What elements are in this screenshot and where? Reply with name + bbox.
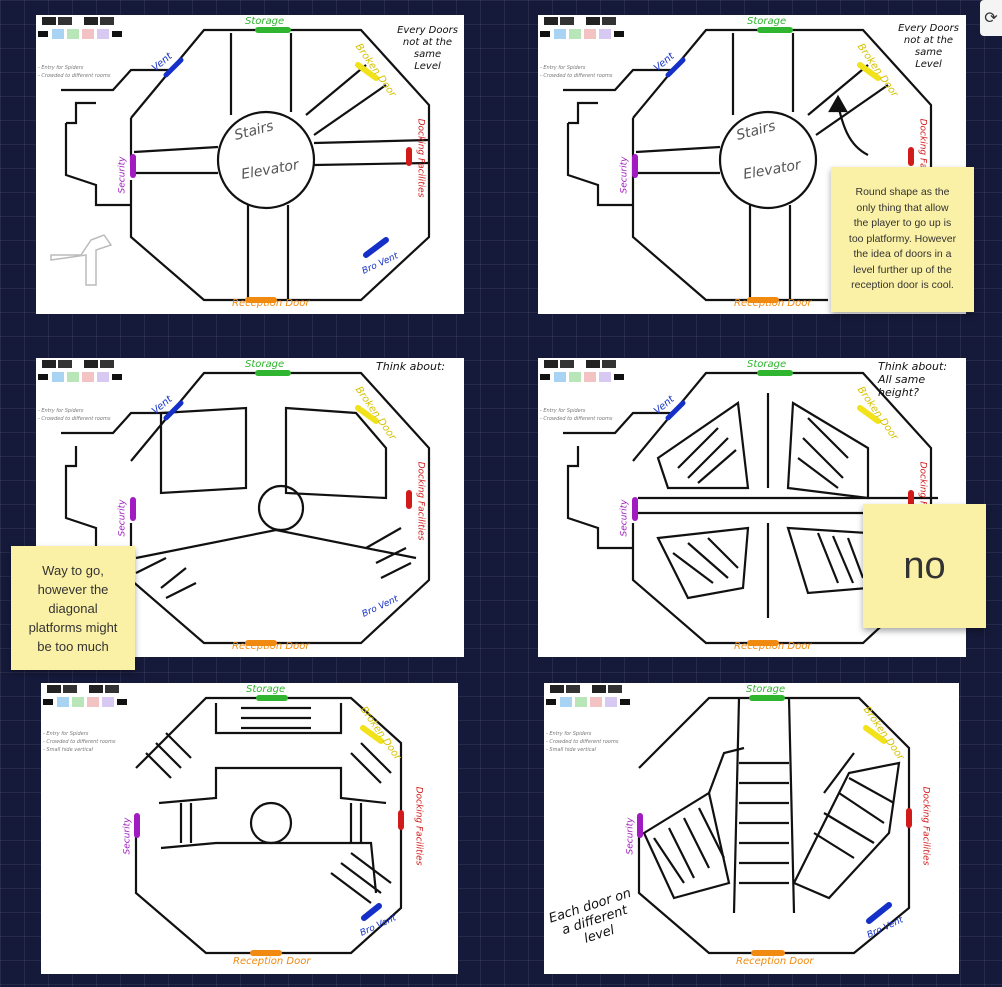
security-label: Security xyxy=(122,817,133,855)
legend-line-1: - Entry for Spiders xyxy=(38,408,84,414)
security-label: Security xyxy=(619,156,630,194)
legend-line-2: - Crowded to different rooms xyxy=(43,739,116,745)
note-1-line-6: level further up of the xyxy=(853,263,952,276)
docking-label: Docking Facilities xyxy=(415,461,426,541)
note-1-line-5: the idea of doors in a xyxy=(853,248,952,261)
note-2-line-4: platforms might xyxy=(28,619,118,635)
note-3-text: no xyxy=(903,544,946,587)
sketch-3-drawing xyxy=(38,360,431,646)
note-1-line-2: only thing that allow xyxy=(856,201,949,214)
note-2-line-2: however the xyxy=(37,581,109,597)
every-doors-line-1: Every Doors xyxy=(898,23,959,34)
security-label: Security xyxy=(619,499,630,537)
reception-label: Reception Door xyxy=(734,298,812,309)
sticky-note-no[interactable]: no xyxy=(863,504,986,628)
every-doors-line-2: not at the same xyxy=(402,37,453,60)
sticky-note-round-shape[interactable]: Round shape as the only thing that allow… xyxy=(831,167,974,312)
toolbar-thumbnail xyxy=(38,17,122,39)
think-about-note: Think about: All same height? xyxy=(878,360,966,399)
legend-line-2: - Crowded to different rooms xyxy=(546,739,619,745)
reception-label: Reception Door xyxy=(736,956,814,967)
docking-label: Docking Facilities xyxy=(415,118,426,198)
security-label: Security xyxy=(625,817,636,855)
refresh-icon: ⟳ xyxy=(984,10,998,27)
sketch-card-5[interactable]: Storage Broken Door Docking Facilities S… xyxy=(41,683,458,974)
legend-line-2: - Crowded to different rooms xyxy=(540,73,613,79)
sticky-note-way-to-go[interactable]: Way to go, however the diagonal platform… xyxy=(11,546,135,670)
storage-label: Storage xyxy=(245,16,285,27)
legend-line-2: - Crowded to different rooms xyxy=(38,73,111,79)
reception-label: Reception Door xyxy=(232,298,310,309)
note-1-line-1: Round shape as the xyxy=(855,186,950,199)
security-label: Security xyxy=(117,156,128,194)
think-about-note: Think about: xyxy=(376,360,446,373)
legend-line-1: - Entry for Spiders xyxy=(38,65,84,71)
every-doors-line-1: Every Doors xyxy=(397,25,458,36)
reception-label: Reception Door xyxy=(233,956,311,967)
legend-line-1: - Entry for Spiders xyxy=(43,731,89,737)
note-1-line-7: reception door is cool. xyxy=(851,279,954,292)
note-2-line-3: diagonal xyxy=(48,600,98,616)
sketch-card-1[interactable]: Storage Vent Broken Door Docking Facilit… xyxy=(36,15,464,314)
side-refresh-button[interactable]: ⟳ xyxy=(980,0,1002,36)
note-2-line-5: be too much xyxy=(37,638,109,654)
storage-label: Storage xyxy=(746,684,786,695)
storage-label: Storage xyxy=(747,16,787,27)
legend-line-3: - Small hide vertical xyxy=(43,747,93,753)
note-1-line-3: the player to go up is xyxy=(853,217,952,230)
every-doors-line-3: Level xyxy=(915,59,942,70)
sketch-2-drawing xyxy=(540,17,933,303)
legend-line-3: - Small hide vertical xyxy=(546,747,596,753)
note-2-line-1: Way to go, xyxy=(42,562,104,578)
every-doors-note: Every Doors not at the same Level xyxy=(891,23,966,71)
legend-line-1: - Entry for Spiders xyxy=(540,408,586,414)
sketch-5-drawing xyxy=(43,685,404,956)
legend-line-2: - Crowded to different rooms xyxy=(38,416,111,422)
legend-line-1: - Entry for Spiders xyxy=(546,731,592,737)
sketch-1-drawing xyxy=(38,17,431,303)
reception-label: Reception Door xyxy=(734,641,812,652)
all-same-height-line: All same height? xyxy=(878,373,926,399)
every-doors-note: Every Doors not at the same Level xyxy=(391,25,464,73)
every-doors-line-2: not at the same xyxy=(903,35,954,58)
legend-line-2: - Crowded to different rooms xyxy=(540,416,613,422)
security-label: Security xyxy=(117,499,128,537)
storage-label: Storage xyxy=(747,359,787,370)
think-about-line: Think about: xyxy=(878,360,948,373)
sketch-6-drawing xyxy=(546,685,912,956)
every-doors-line-3: Level xyxy=(414,61,441,72)
legend-line-1: - Entry for Spiders xyxy=(540,65,586,71)
storage-label: Storage xyxy=(245,359,285,370)
docking-label: Docking Facilities xyxy=(920,786,931,866)
reception-label: Reception Door xyxy=(232,641,310,652)
sketch-card-6[interactable]: Storage Broken Door Docking Facilities S… xyxy=(544,683,959,974)
note-1-line-4: too platformy. However xyxy=(848,232,957,245)
docking-label: Docking Facilities xyxy=(413,786,424,866)
storage-label: Storage xyxy=(246,684,286,695)
